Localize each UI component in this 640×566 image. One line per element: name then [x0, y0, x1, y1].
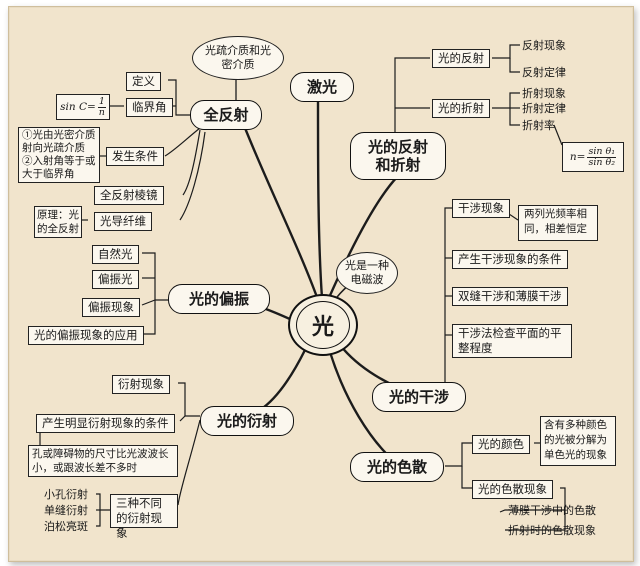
- reflection-refraction-node: 光的反射和折射: [350, 132, 446, 180]
- index-formula-den: sin θ₂: [588, 156, 616, 168]
- dif-poisson: 泊松亮斑: [44, 520, 88, 533]
- pol-polarized: 偏振光: [92, 270, 139, 289]
- dif-small-hole: 小孔衍射: [44, 488, 88, 501]
- rr-refraction-phenomenon: 折射现象: [522, 87, 566, 100]
- dif-three-types: 三种不同的衍射现象: [110, 494, 178, 540]
- index-formula-lhs: n=: [569, 151, 586, 163]
- dif-conditions: 产生明显衍射现象的条件: [36, 414, 175, 433]
- branch-reflection: [326, 175, 399, 301]
- dsp-thin-film: 薄膜干涉中的色散: [508, 504, 596, 517]
- tr-conditions: 发生条件: [106, 147, 164, 166]
- critical-angle-formula: sin C= 1 n: [56, 94, 110, 120]
- rr-refraction-law: 折射定律: [522, 102, 566, 115]
- tr-critical-angle: 临界角: [126, 98, 173, 117]
- pol-phenomenon: 偏振现象: [82, 298, 140, 317]
- polarization-node: 光的偏振: [168, 284, 270, 314]
- index-formula-num: sin θ₁: [587, 145, 617, 158]
- dif-phenomenon: 衍射现象: [112, 375, 170, 394]
- formula-num: 1: [97, 95, 106, 108]
- formula-den: n: [98, 106, 105, 118]
- formula-fraction: 1 n: [97, 95, 106, 118]
- dsp-color-note: 含有多种颜色的光被分解为单色光的现象: [540, 416, 616, 466]
- pol-applications: 光的偏振现象的应用: [28, 326, 144, 345]
- branch-diffraction: [259, 349, 307, 411]
- int-double-slit: 双缝干涉和薄膜干涉: [452, 287, 568, 306]
- interference-node: 光的干涉: [372, 382, 466, 412]
- rr-reflection-law: 反射定律: [522, 66, 566, 79]
- total-reflection-node: 全反射: [190, 100, 262, 130]
- center-label: 光: [296, 301, 350, 349]
- int-condition-note: 两列光频率相同，相差恒定: [518, 205, 598, 241]
- tr-condition-text: ①光由光密介质射向光疏介质 ②入射角等于或大于临界角: [18, 127, 100, 183]
- laser-node: 激光: [290, 72, 354, 102]
- int-phenomenon: 干涉现象: [452, 199, 510, 218]
- tr-fiber: 光导纤维: [94, 212, 152, 231]
- diffraction-node: 光的衍射: [200, 406, 294, 436]
- branch-total-reflection: [243, 127, 320, 301]
- dispersion-node: 光的色散: [350, 452, 444, 482]
- tr-fiber-principle: 原理：光的全反射: [34, 206, 82, 238]
- int-conditions: 产生干涉现象的条件: [452, 250, 568, 269]
- branch-laser: [316, 97, 324, 299]
- media-bubble: 光疏介质和光密介质: [192, 36, 284, 80]
- pol-natural: 自然光: [92, 245, 139, 264]
- rr-reflection-phenomenon: 反射现象: [522, 39, 566, 52]
- refractive-index-formula: n= sin θ₁ sin θ₂: [562, 142, 624, 172]
- dsp-refraction: 折射时的色散现象: [508, 524, 596, 537]
- tr-definition: 定义: [126, 72, 161, 91]
- tr-prism: 全反射棱镜: [94, 186, 164, 205]
- index-formula-fraction: sin θ₁ sin θ₂: [587, 145, 617, 168]
- rr-refractive-index: 折射率: [522, 119, 555, 132]
- int-flatness: 干涉法检查平面的平整程度: [452, 324, 572, 358]
- em-wave-bubble: 光是一种电磁波: [336, 252, 398, 294]
- rr-reflection: 光的反射: [432, 49, 490, 68]
- formula-lhs: sin C=: [60, 101, 96, 113]
- dsp-phenomenon: 光的色散现象: [472, 480, 553, 499]
- dsp-color: 光的颜色: [472, 435, 530, 454]
- dif-condition-text: 孔或障碍物的尺寸比光波波长小，或跟波长差不多时: [28, 445, 178, 477]
- dif-single-slit: 单缝衍射: [44, 504, 88, 517]
- rr-refraction: 光的折射: [432, 99, 490, 118]
- center-node: 光: [288, 294, 358, 356]
